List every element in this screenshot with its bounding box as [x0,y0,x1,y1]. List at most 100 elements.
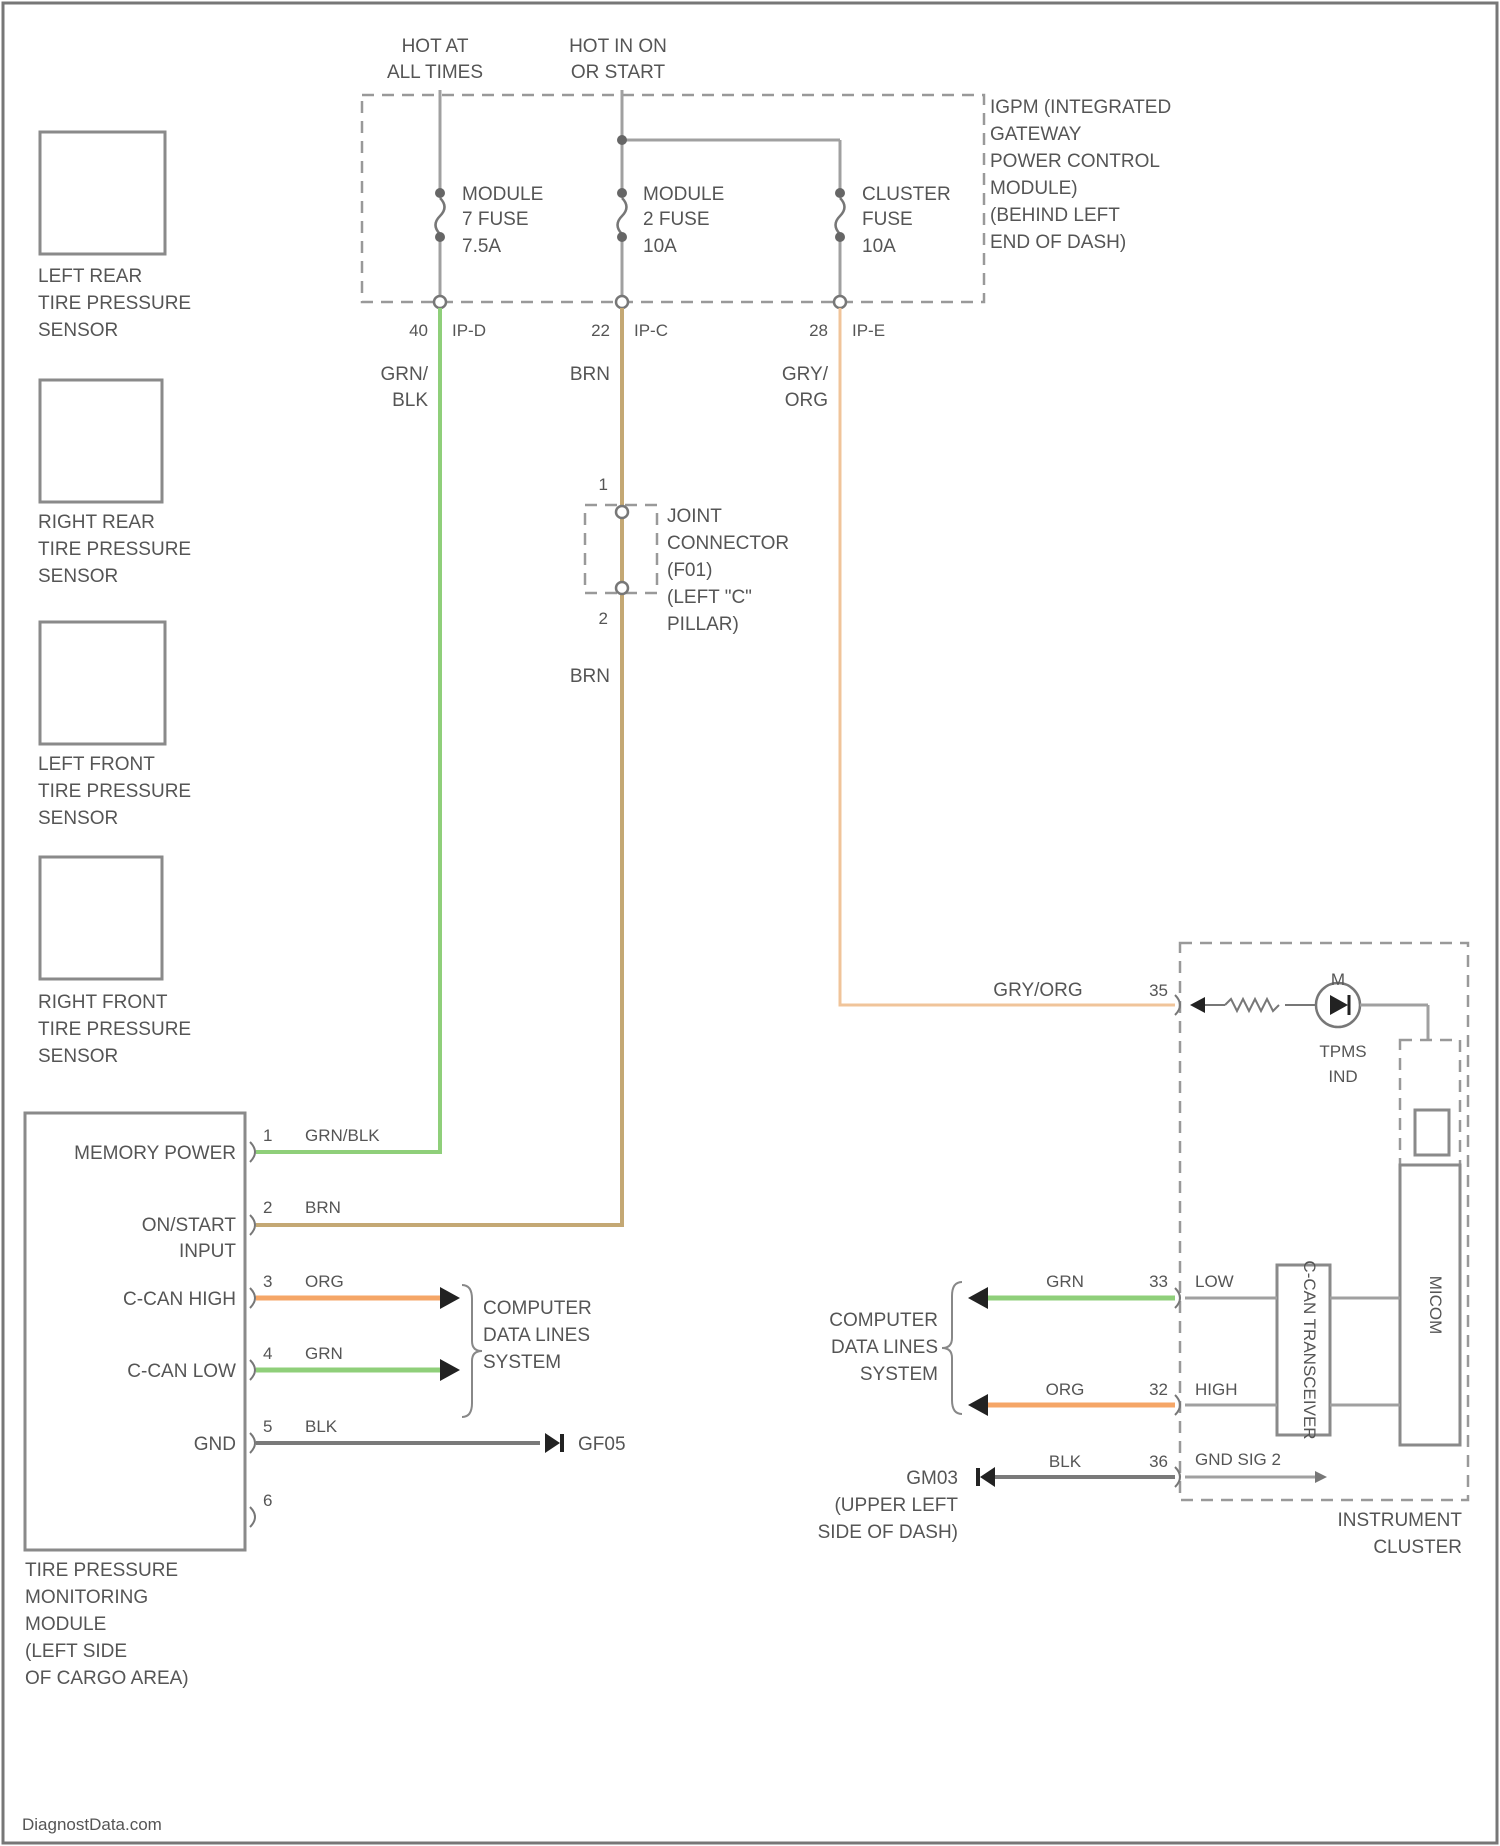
svg-text:JOINT: JOINT [667,506,722,527]
svg-text:OF CARGO AREA): OF CARGO AREA) [25,1668,189,1689]
svg-text:GRY/: GRY/ [782,364,829,385]
tpms-data-lines-label: COMPUTER DATA LINES SYSTEM [462,1285,592,1417]
svg-text:ALL TIMES: ALL TIMES [387,62,483,83]
sensor-right-front: RIGHT FRONT TIRE PRESSURE SENSOR [38,857,191,1067]
fuse-module-2: MODULE 2 FUSE 10A [617,184,724,257]
svg-text:GM03: GM03 [906,1468,958,1489]
fuse-cluster: CLUSTER FUSE 10A [835,184,951,257]
svg-text:TIRE PRESSURE: TIRE PRESSURE [25,1560,178,1581]
svg-text:INPUT: INPUT [179,1241,236,1262]
svg-text:BLK: BLK [305,1417,338,1436]
svg-text:GRN: GRN [305,1344,343,1363]
svg-text:IP-C: IP-C [634,321,668,340]
svg-text:ON/START: ON/START [142,1215,237,1236]
svg-text:7.5A: 7.5A [462,236,501,257]
svg-text:CLUSTER: CLUSTER [1373,1537,1462,1558]
svg-text:BLK: BLK [392,390,428,411]
svg-text:GND SIG 2: GND SIG 2 [1195,1450,1281,1469]
ground-gm03-label: GM03 (UPPER LEFT SIDE OF DASH) [818,1468,959,1543]
svg-text:C-CAN TRANSCEIVER: C-CAN TRANSCEIVER [1300,1260,1319,1439]
cluster-pin-32: ORG 32 HIGH [968,1380,1277,1416]
svg-text:ORG: ORG [785,390,828,411]
svg-text:35: 35 [1149,981,1168,1000]
svg-text:3: 3 [263,1272,272,1291]
wire-label-grn-blk-vertical: GRN/ BLK [381,364,429,411]
svg-text:MODULE: MODULE [462,184,543,205]
tpms-pin-3: C-CAN HIGH 3 ORG [123,1272,460,1310]
svg-text:LOW: LOW [1195,1272,1234,1291]
svg-text:1: 1 [263,1126,272,1145]
tpms-module-label: TIRE PRESSURE MONITORING MODULE (LEFT SI… [25,1560,189,1689]
svg-text:HOT IN ON: HOT IN ON [569,36,667,57]
tpms-module-box [25,1113,245,1550]
svg-text:CONNECTOR: CONNECTOR [667,533,789,554]
svg-text:MODULE: MODULE [25,1614,106,1635]
svg-text:HIGH: HIGH [1195,1380,1238,1399]
diagram-border [3,3,1497,1843]
svg-text:2: 2 [599,609,608,628]
svg-text:IGPM (INTEGRATED: IGPM (INTEGRATED [990,97,1171,118]
ground-gf05: GF05 [545,1433,626,1455]
svg-text:(F01): (F01) [667,560,712,581]
svg-text:2 FUSE: 2 FUSE [643,209,710,230]
svg-text:22: 22 [591,321,610,340]
svg-text:RIGHT FRONT: RIGHT FRONT [38,992,168,1013]
svg-text:(LEFT "C": (LEFT "C" [667,587,752,608]
svg-text:ORG: ORG [1046,1380,1085,1399]
svg-text:COMPUTER: COMPUTER [483,1298,592,1319]
svg-text:SENSOR: SENSOR [38,320,118,341]
svg-text:1: 1 [599,475,608,494]
cluster-data-lines-label: COMPUTER DATA LINES SYSTEM [829,1282,962,1414]
svg-text:ORG: ORG [305,1272,344,1291]
svg-text:10A: 10A [643,236,677,257]
svg-text:GF05: GF05 [578,1434,626,1455]
svg-text:END OF DASH): END OF DASH) [990,232,1126,253]
c-can-transceiver: C-CAN TRANSCEIVER [1277,1260,1330,1439]
wire-gry-org [840,308,1175,1005]
cluster-pin-33: GRN 33 LOW [968,1272,1277,1309]
svg-text:MICOM: MICOM [1426,1276,1445,1335]
svg-text:CLUSTER: CLUSTER [862,184,951,205]
svg-text:M: M [1331,970,1345,989]
svg-text:TIRE PRESSURE: TIRE PRESSURE [38,293,191,314]
svg-text:(UPPER LEFT: (UPPER LEFT [834,1495,958,1516]
svg-text:HOT AT: HOT AT [402,36,469,57]
svg-text:TIRE PRESSURE: TIRE PRESSURE [38,1019,191,1040]
svg-text:33: 33 [1149,1272,1168,1291]
svg-text:GRN/BLK: GRN/BLK [305,1126,380,1145]
svg-text:SYSTEM: SYSTEM [483,1352,561,1373]
svg-text:40: 40 [409,321,428,340]
svg-text:MONITORING: MONITORING [25,1587,148,1608]
svg-text:36: 36 [1149,1452,1168,1471]
svg-text:C-CAN HIGH: C-CAN HIGH [123,1289,236,1310]
wire-grn-blk [256,308,440,1152]
svg-text:(BEHIND LEFT: (BEHIND LEFT [990,205,1120,226]
ipm-label: IGPM (INTEGRATED GATEWAY POWER CONTROL M… [990,97,1171,253]
svg-text:BLK: BLK [1049,1452,1082,1471]
sensor-right-rear: RIGHT REAR TIRE PRESSURE SENSOR [38,380,191,587]
joint-connector-label: JOINT CONNECTOR (F01) (LEFT "C" PILLAR) [667,506,789,635]
tpms-pin-4: C-CAN LOW 4 GRN [127,1344,460,1382]
svg-text:GRN/: GRN/ [381,364,429,385]
svg-text:BRN: BRN [305,1198,341,1217]
sensor-left-rear: LEFT REAR TIRE PRESSURE SENSOR [38,132,191,341]
svg-text:SENSOR: SENSOR [38,808,118,829]
svg-text:DATA LINES: DATA LINES [483,1325,590,1346]
svg-text:IP-E: IP-E [852,321,885,340]
wire-label-gry-org-horizontal: GRY/ORG [993,980,1082,1001]
hot-in-on-or-start-label: HOT IN ON OR START [569,36,667,83]
svg-text:TIRE PRESSURE: TIRE PRESSURE [38,539,191,560]
cluster-pin-36: BLK 36 GND SIG 2 [978,1450,1327,1487]
svg-text:6: 6 [263,1491,272,1510]
wire-label-gry-org-vertical: GRY/ ORG [782,364,829,411]
svg-text:SENSOR: SENSOR [38,1046,118,1067]
svg-text:SIDE OF DASH): SIDE OF DASH) [818,1522,958,1543]
svg-text:PILLAR): PILLAR) [667,614,739,635]
svg-text:LEFT FRONT: LEFT FRONT [38,754,155,775]
svg-text:MODULE): MODULE) [990,178,1078,199]
svg-text:7 FUSE: 7 FUSE [462,209,529,230]
wire-label-brn-bottom: BRN [570,666,610,687]
svg-text:C-CAN LOW: C-CAN LOW [127,1361,236,1382]
svg-text:POWER CONTROL: POWER CONTROL [990,151,1160,172]
